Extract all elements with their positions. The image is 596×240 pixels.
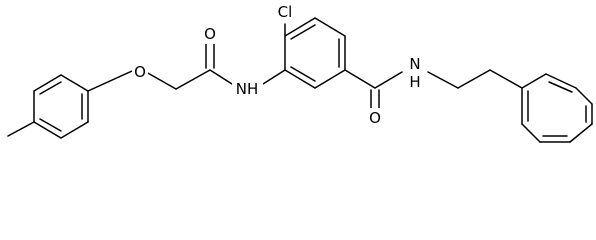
- atom-label-amide-hydrogen: H: [405, 72, 425, 92]
- tolyl-ring: [7, 74, 89, 139]
- svg-text:O: O: [134, 63, 146, 81]
- svg-text:O: O: [369, 109, 381, 127]
- chlorobenzamide-ring: [262, 17, 346, 89]
- atom-label-carbonyl-oxygen-top: O: [202, 24, 218, 44]
- atom-label-amide-nitrogen: N: [405, 54, 425, 74]
- oxyacetamide-linker: [87, 41, 233, 92]
- svg-text:Cl: Cl: [278, 3, 293, 21]
- atom-label-anilide-nh: NH: [232, 78, 263, 100]
- svg-text:O: O: [204, 25, 216, 43]
- atom-label-cl: Cl: [271, 2, 299, 22]
- svg-text:NH: NH: [236, 80, 259, 98]
- chemical-structure-diagram: Cl O O NH N H O: [7, 2, 593, 143]
- atom-label-ether-oxygen: O: [132, 62, 148, 82]
- svg-text:H: H: [409, 73, 420, 91]
- atom-label-benzamide-oxygen: O: [367, 108, 383, 128]
- svg-text:N: N: [409, 55, 420, 73]
- phenyl-ring: [521, 73, 593, 143]
- phenethylamide-chain: [344, 69, 523, 109]
